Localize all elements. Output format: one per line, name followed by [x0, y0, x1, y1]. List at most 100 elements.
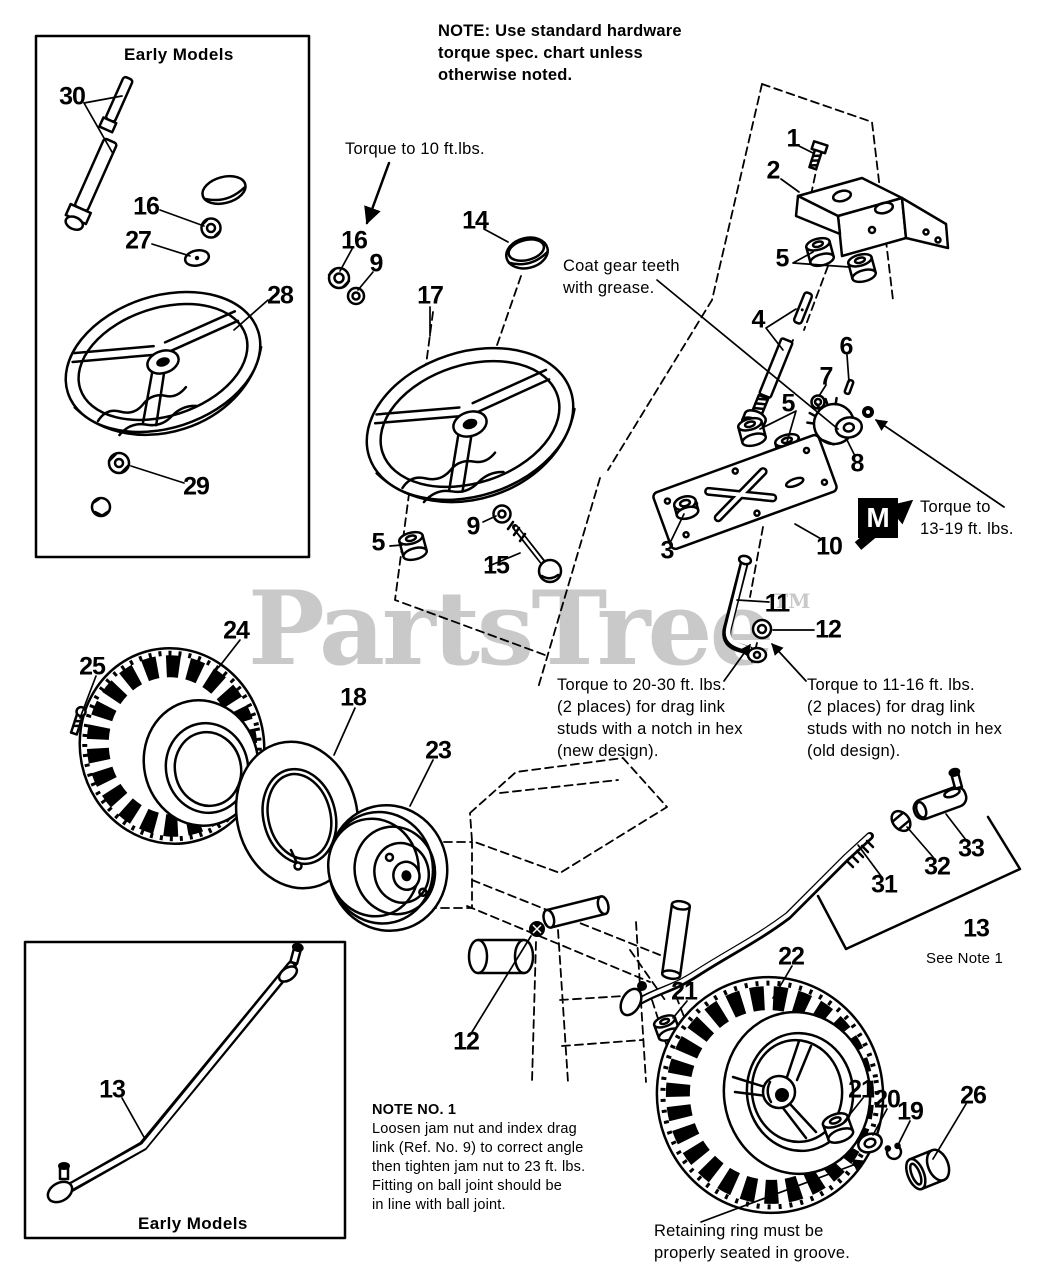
leader-lines — [79, 95, 1005, 1223]
cap-drawing — [201, 174, 247, 206]
inner-tube-18-drawing — [234, 740, 360, 890]
steering-shaft-30-drawing — [64, 75, 134, 231]
nut-7-drawing — [810, 394, 826, 410]
drag-link-11-drawing — [722, 554, 768, 664]
torque-20-30-note: Torque to 20-30 ft. lbs. (2 places) for … — [557, 676, 743, 760]
washer-12-drawing — [751, 618, 773, 640]
nut-29-drawing — [90, 451, 131, 518]
part-callout-27: 27 — [125, 226, 152, 255]
part-callout-11: 11 — [764, 589, 790, 618]
part-callout-28: 28 — [267, 281, 294, 310]
steering-shaft-drawing — [758, 337, 794, 399]
tire-24-drawing — [78, 647, 266, 845]
part-callout-20: 20 — [874, 1085, 901, 1114]
steering-gear-8-drawing — [806, 396, 863, 446]
part-callout-15: 15 — [483, 551, 510, 580]
part-callout-32: 32 — [924, 852, 951, 881]
torque-13-19-note: Torque to 13-19 ft. lbs. — [920, 498, 1014, 538]
part-callout-25: 25 — [79, 652, 106, 681]
bolt-1-drawing — [808, 140, 829, 171]
part-callout-8: 8 — [850, 449, 865, 478]
steering-wheel-17-drawing — [365, 346, 576, 504]
nut-16-outer-drawing — [327, 266, 351, 290]
part-callout-18: 18 — [340, 683, 367, 712]
retaining-ring-arrow-icon — [700, 1159, 866, 1223]
part-callout-19: 19 — [897, 1097, 924, 1126]
nut-9-mid-drawing — [492, 504, 512, 524]
stud-drawing — [862, 406, 874, 418]
washer-20-drawing — [857, 1132, 883, 1154]
part-callout-10: 10 — [816, 532, 843, 561]
see-note-1: See Note 1 — [926, 950, 1004, 967]
part-callout-5: 5 — [775, 244, 790, 273]
watermark-text: PartsTree — [248, 569, 774, 689]
torque-10-note: Torque to 10 ft.lbs. — [345, 140, 485, 158]
metric-m-badge: M — [858, 498, 898, 538]
part-callout-16: 16 — [133, 192, 160, 221]
part-callout-1: 1 — [786, 124, 801, 153]
drag-link-assembly — [619, 767, 1022, 1017]
part-callout-13: 13 — [963, 914, 990, 943]
stud-12-drawing — [529, 921, 545, 937]
bolt-15-drawing — [506, 520, 563, 584]
retaining-ring-19-drawing — [884, 1142, 903, 1161]
part-callout-31: 31 — [871, 870, 898, 899]
part-callout-16: 16 — [341, 226, 368, 255]
part-callout-12: 12 — [815, 615, 842, 644]
part-callout-14: 14 — [462, 206, 489, 235]
part-callout-21: 21 — [848, 1075, 875, 1104]
kingpin-drawing — [660, 899, 692, 981]
part-callout-9: 9 — [369, 249, 384, 278]
part-callout-7: 7 — [819, 362, 834, 391]
cap-14-drawing — [505, 236, 549, 270]
top-note: NOTE: Use standard hardware torque spec.… — [438, 22, 682, 84]
torque-20-30-arrow-icon — [723, 644, 751, 682]
washer-27-drawing — [183, 249, 211, 267]
part-callout-24: 24 — [223, 616, 250, 645]
roll-pin-4-drawing — [792, 291, 814, 325]
bushing-21b-drawing — [821, 1112, 855, 1144]
retaining-ring-note: Retaining ring must be properly seated i… — [654, 1222, 850, 1262]
group-13-bracket-lines — [816, 815, 1022, 951]
cross-shaft-drawing — [542, 895, 610, 929]
drag-link-13-drawing — [46, 942, 304, 1204]
early-models-title-bottom: Early Models — [138, 1214, 248, 1233]
axle-tube-drawing — [467, 938, 535, 975]
part-callout-13: 13 — [99, 1075, 126, 1104]
part-callout-2: 2 — [766, 156, 781, 185]
jam-nut-32-drawing — [890, 809, 912, 833]
part-callout-3: 3 — [660, 536, 675, 565]
torque-13-19-arrow-icon — [875, 419, 1005, 508]
nut-9-outer-drawing — [346, 286, 366, 306]
part-callout-6: 6 — [839, 332, 854, 361]
part-callout-9: 9 — [466, 512, 481, 541]
part-callout-33: 33 — [958, 834, 985, 863]
steering-wheel-28-drawing — [64, 290, 263, 437]
bushing-5b-drawing — [847, 252, 877, 284]
support-bracket-2-drawing — [794, 176, 950, 258]
part-callout-30: 30 — [59, 82, 86, 111]
part-callout-4: 4 — [751, 305, 766, 334]
bushing-5-mid-drawing — [398, 530, 428, 562]
watermark-tm: TM — [773, 589, 811, 613]
nut-16-drawing — [200, 217, 222, 239]
bushing-5c-drawing — [737, 416, 767, 448]
wheel-rim-23-drawing — [326, 803, 449, 933]
ball-joint-33-drawing — [912, 767, 968, 821]
cap-26-drawing — [905, 1148, 951, 1191]
part-callout-23: 23 — [425, 736, 452, 765]
torque-11-16-note: Torque to 11-16 ft. lbs. (2 places) for … — [807, 676, 1003, 760]
note-no-1: NOTE NO. 1 Loosen jam nut and index drag… — [372, 1102, 586, 1213]
part-callout-29: 29 — [183, 472, 210, 501]
part-callout-12: 12 — [453, 1027, 480, 1056]
part-callout-21: 21 — [671, 977, 698, 1006]
key-6-drawing — [843, 378, 855, 396]
upper-column-assembly — [652, 140, 950, 664]
part-callout-5: 5 — [781, 389, 796, 418]
torque-10-arrow-icon — [364, 161, 391, 225]
coat-gear-note: Coat gear teeth with grease. — [563, 257, 680, 297]
